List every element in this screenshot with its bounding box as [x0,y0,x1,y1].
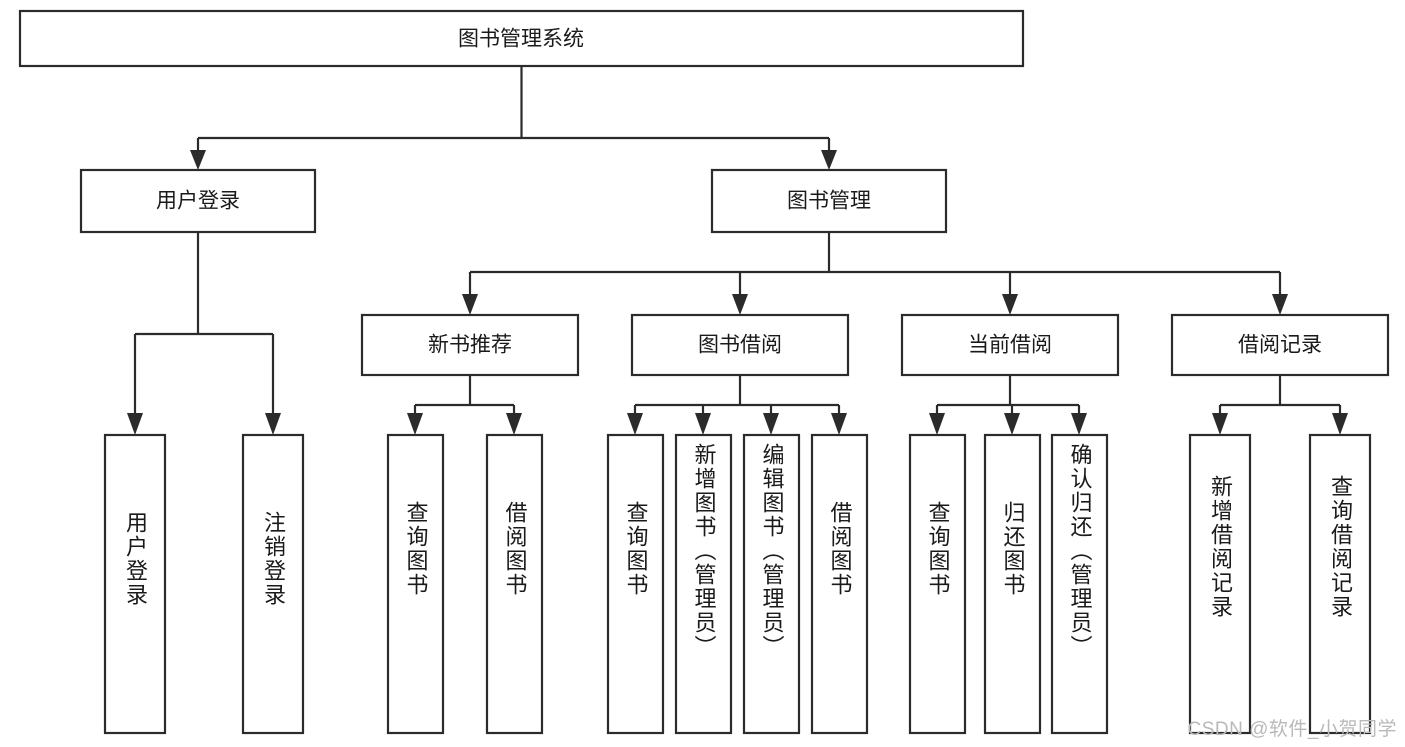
node-root-box[interactable] [18,9,1025,68]
node-leaf-return-book-box[interactable] [983,433,1042,735]
node-leaf-query-record-box[interactable] [1308,433,1372,735]
node-new-book-rec-box[interactable] [360,313,580,377]
node-leaf-edit-book-box[interactable] [742,433,801,735]
node-leaf-query-book-2-box[interactable] [606,433,665,735]
node-book-borrow-box[interactable] [630,313,850,377]
arrow-head-current-borrow [1002,294,1018,315]
node-current-borrow[interactable]: 当前借阅 [900,313,1120,377]
arrow-head-leaf-add-book [695,413,711,435]
node-current-borrow-box[interactable] [900,313,1120,377]
arrow-head-user-login [190,150,206,170]
arrow-head-book-manage [821,150,837,170]
node-leaf-user-login-box[interactable] [103,433,167,735]
arrow-head-leaf-query-book-1 [407,413,423,435]
node-book-borrow[interactable]: 图书借阅 [630,313,850,377]
csdn-watermark: CSDN @软件_小贺同学 [1187,719,1397,740]
arrow-head-leaf-add-record [1212,413,1228,435]
node-book-manage-box[interactable] [710,168,948,234]
node-leaf-borrow-book-2-box[interactable] [810,433,869,735]
arrow-head-leaf-borrow-book-2 [831,413,847,435]
node-leaf-query-book-1-box[interactable] [386,433,445,735]
arrow-head-leaf-query-book-2 [627,413,643,435]
node-borrow-record-box[interactable] [1170,313,1390,377]
node-leaf-add-book-box[interactable] [674,433,733,735]
node-book-manage[interactable]: 图书管理 [710,168,948,234]
node-current-borrow-label: 当前借阅 [968,334,1052,357]
arrow-head-leaf-user-login [127,413,143,435]
arrow-head-borrow-record [1272,294,1288,315]
node-root[interactable]: 图书管理系统 [18,9,1025,68]
arrow-head-leaf-query-record [1332,413,1348,435]
node-borrow-record-label: 借阅记录 [1238,334,1322,357]
node-book-borrow-label: 图书借阅 [698,334,782,357]
node-root-label: 图书管理系统 [458,28,584,51]
arrow-head-leaf-confirm-return [1071,413,1087,435]
arrow-head-new-book-rec [462,294,478,315]
arrow-head-leaf-return-book [1004,413,1020,435]
node-new-book-rec[interactable]: 新书推荐 [360,313,580,377]
node-user-login[interactable]: 用户登录 [79,168,317,234]
node-leaf-add-record-box[interactable] [1188,433,1252,735]
node-borrow-record[interactable]: 借阅记录 [1170,313,1390,377]
arrow-head-leaf-query-book-3 [929,413,945,435]
node-layer: 图书管理系统 用户登录 图书管理 新书推荐 图书借阅 当前 [18,9,1390,735]
node-user-login-box[interactable] [79,168,317,234]
node-new-book-rec-label: 新书推荐 [428,334,512,357]
arrow-head-leaf-user-logout [265,413,281,435]
node-leaf-query-book-3-box[interactable] [908,433,967,735]
node-leaf-user-logout-box[interactable] [241,433,305,735]
connector-layer [127,66,1348,435]
node-leaf-confirm-return-box[interactable] [1050,433,1109,735]
node-user-login-label: 用户登录 [156,190,240,213]
arrow-head-leaf-borrow-book-1 [506,413,522,435]
node-leaf-borrow-book-1-box[interactable] [485,433,544,735]
arrow-head-book-borrow [732,294,748,315]
arrow-head-leaf-edit-book [763,413,779,435]
node-book-manage-label: 图书管理 [787,190,871,213]
